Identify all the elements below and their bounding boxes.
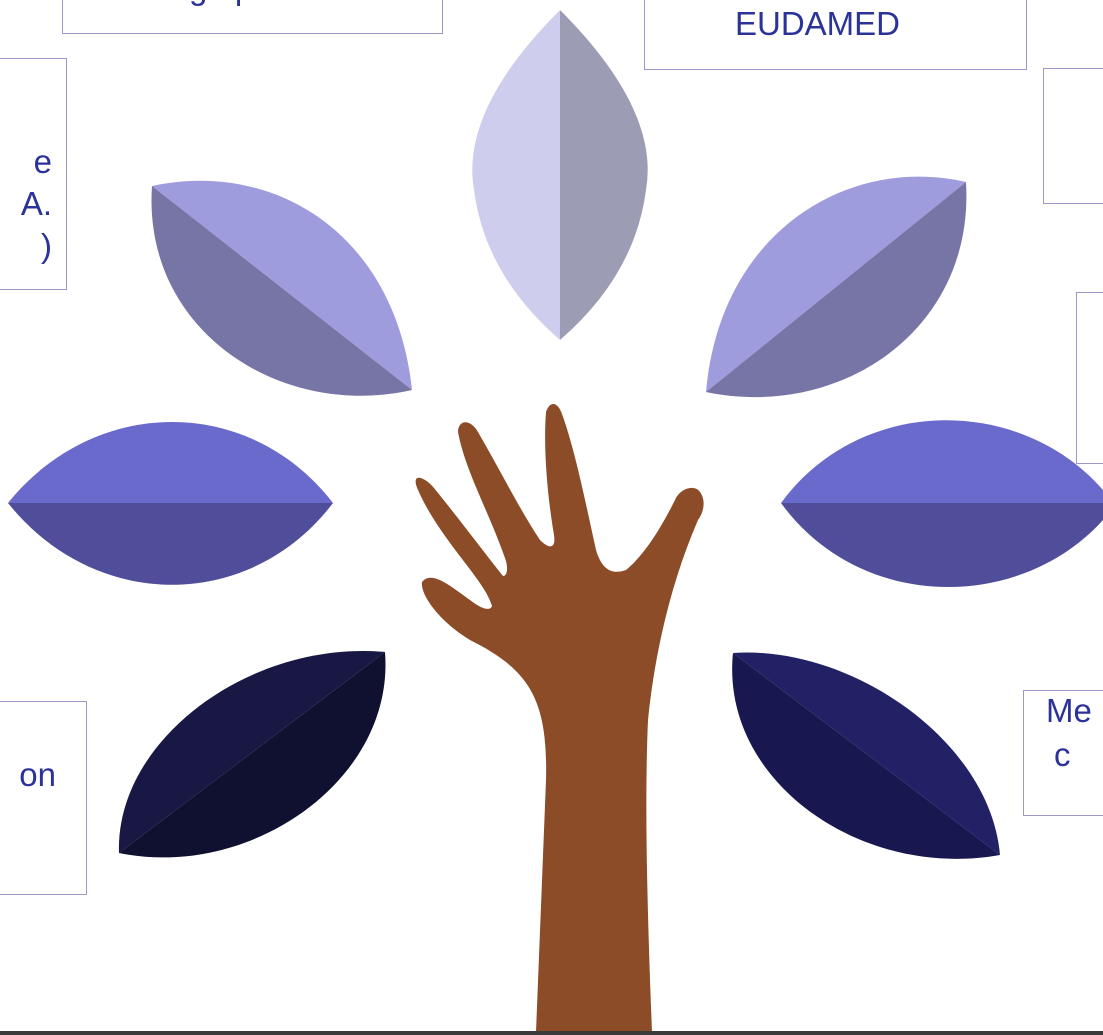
label-box-bottom-right: Me c xyxy=(1023,690,1103,816)
leaf-middle-right-light xyxy=(781,420,1103,503)
label-line: e xyxy=(21,141,52,183)
leaf-top xyxy=(472,10,647,340)
leaf-top-left-half xyxy=(472,10,560,340)
label-box-right-upper xyxy=(1043,68,1103,204)
label-text-top-center: EUDAMED xyxy=(735,3,900,45)
label-box-top-center: EUDAMED xyxy=(644,0,1027,70)
label-line: A. xyxy=(21,183,52,225)
label-box-top-left: de riesgo para IVD xyxy=(62,0,443,34)
label-line: ) xyxy=(21,225,52,267)
leaf-upper-left xyxy=(151,181,412,396)
label-text-bottom-left: on xyxy=(19,754,56,796)
leaf-middle-right-dark xyxy=(781,503,1103,587)
leaf-top-right-half xyxy=(560,10,648,340)
label-text-top-left: de riesgo para IVD xyxy=(90,0,365,9)
label-box-right-middle xyxy=(1076,292,1103,464)
label-line: Me xyxy=(1046,690,1092,733)
leaf-middle-left-dark xyxy=(8,503,333,585)
label-box-bottom-left: on xyxy=(0,701,87,895)
leaf-middle-left xyxy=(8,422,333,585)
label-line: c xyxy=(1046,733,1092,777)
label-box-mid-left: e A. ) xyxy=(0,58,67,290)
leaf-middle-left-light xyxy=(8,422,333,503)
leaf-bottom-left xyxy=(119,651,386,857)
label-text-bottom-right: Me c xyxy=(1046,690,1092,777)
hand-trunk xyxy=(416,404,704,1032)
bottom-edge-bar xyxy=(0,1031,1103,1035)
leaf-upper-right xyxy=(706,177,966,397)
label-text-mid-left: e A. ) xyxy=(21,141,52,267)
leaf-middle-right xyxy=(781,420,1103,587)
leaf-bottom-right xyxy=(732,653,1000,859)
